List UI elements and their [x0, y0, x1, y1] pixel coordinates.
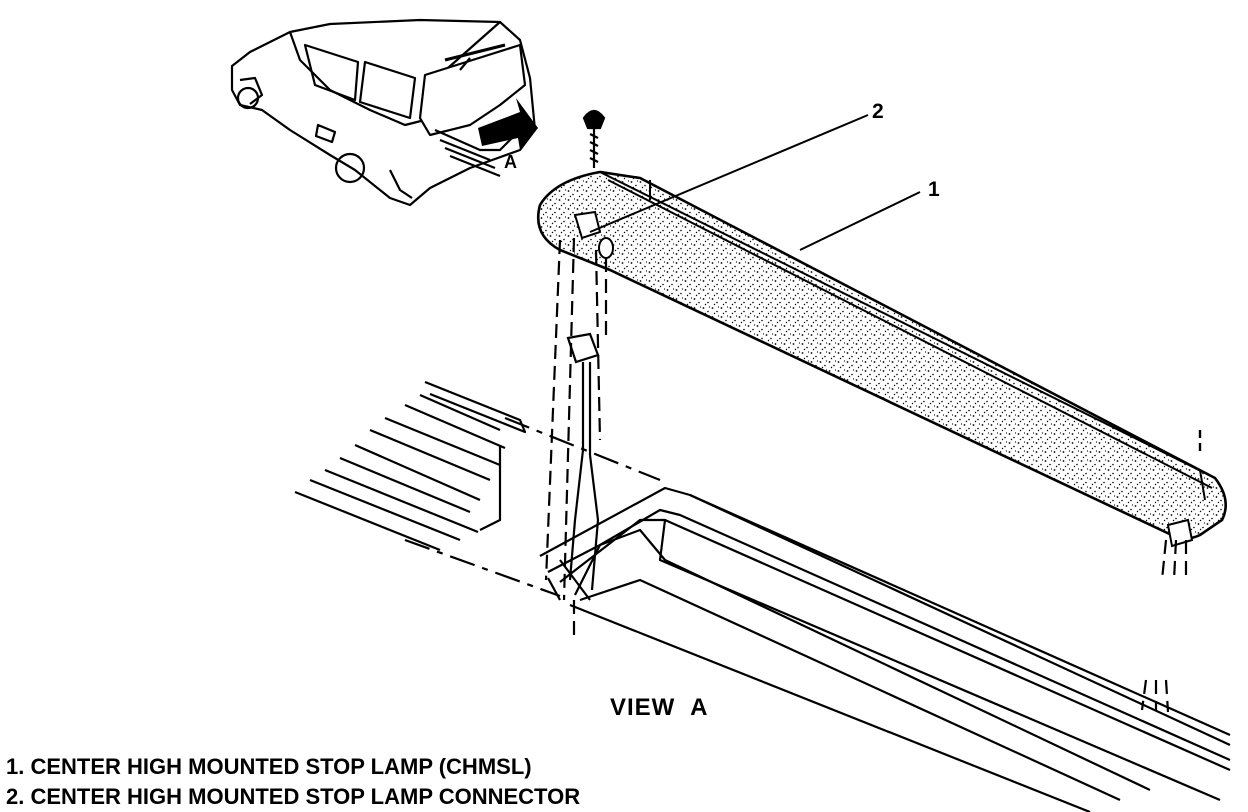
callout-2-connector: 2: [872, 100, 884, 123]
view-arrow: [478, 98, 538, 150]
view-a-marker: A: [504, 152, 517, 172]
stop-lamp-housing: [536, 170, 1227, 548]
legend-item: 1. CENTER HIGH MOUNTED STOP LAMP (CHMSL): [6, 754, 532, 779]
roof-channel: [294, 380, 1231, 812]
leader-lines: [589, 114, 921, 251]
van-illustration: [230, 18, 537, 207]
legend: 1. CENTER HIGH MOUNTED STOP LAMP (CHMSL)…: [6, 752, 580, 812]
callout-1-lamp: 1: [928, 178, 940, 201]
view-title: VIEW A: [610, 694, 709, 721]
screw-icon: [582, 109, 606, 168]
legend-item: 2. CENTER HIGH MOUNTED STOP LAMP CONNECT…: [6, 784, 581, 809]
connector-harness: [566, 332, 600, 591]
dash-dot-lines: [404, 416, 661, 598]
